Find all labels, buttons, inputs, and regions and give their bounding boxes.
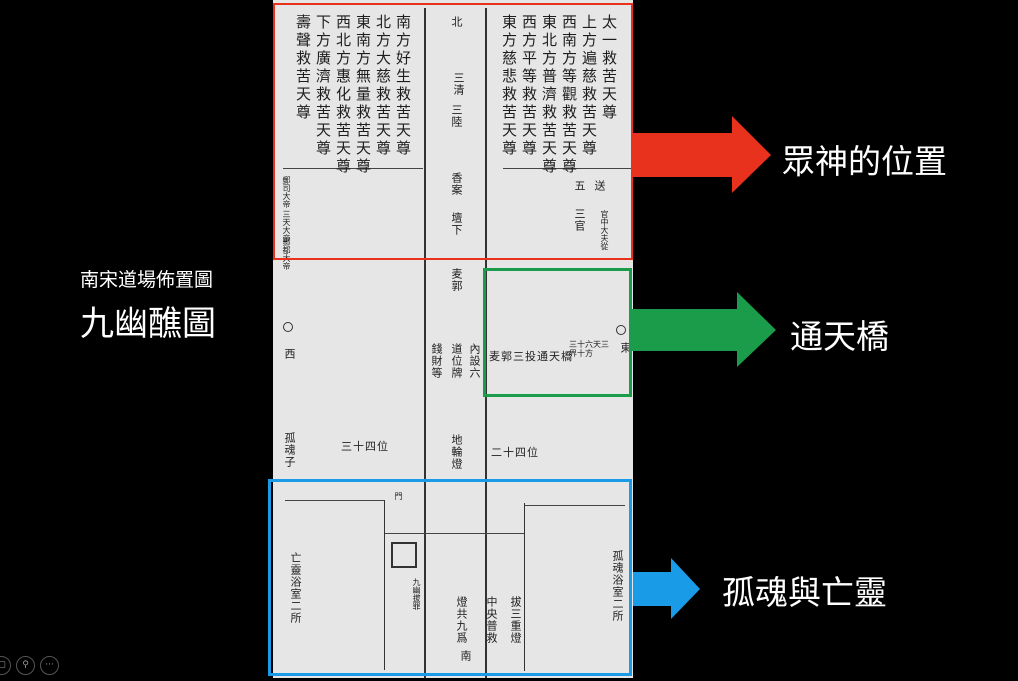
deity-column: 東方慈悲救苦天尊 — [500, 14, 518, 158]
scan-text: 送 — [593, 180, 606, 192]
scan-text: 二十四位 — [491, 446, 539, 459]
deity-column: 北方大慈救苦天尊 — [374, 14, 392, 158]
orphan-bath-label: 孤魂浴室二所 — [611, 550, 624, 622]
scan-text: 拔三重燈 — [509, 596, 522, 644]
center-text: 三清 — [452, 72, 465, 96]
annotation-deities: 眾神的位置 — [782, 142, 947, 181]
bridge-text: 麦郭三投通天橋 — [489, 350, 573, 363]
center-text: 壇下 — [450, 212, 463, 236]
arrow-right-icon — [633, 558, 700, 619]
annotation-spirits: 孤魂與亡靈 — [722, 573, 887, 612]
north-label: 北 — [450, 16, 463, 28]
slide-title: 九幽醮圖 — [80, 304, 216, 344]
center-text: 麦郭 — [450, 268, 463, 292]
scan-text: 五 — [573, 180, 586, 192]
scan-text: 燈共九爲 — [455, 596, 468, 644]
more-icon[interactable]: ··· — [40, 656, 59, 675]
zoom-out-icon[interactable]: ▢ — [0, 656, 11, 675]
scan-text: 官中大夫從 — [600, 210, 609, 250]
incense-table-label: 香案 — [450, 172, 463, 196]
center-text: 三陸 — [450, 104, 463, 128]
scan-text: 酆都大帝 — [282, 238, 291, 270]
arrow-right-icon — [632, 292, 776, 367]
scan-text: 三十四位 — [341, 440, 389, 453]
deity-column: 下方廣濟救苦天尊 — [314, 14, 332, 158]
west-label: 西 — [283, 348, 296, 360]
deity-column: 壽聲救苦天尊 — [294, 14, 312, 122]
center-text: 內設六 — [468, 343, 481, 379]
scan-text: 中央普救 — [485, 596, 498, 644]
arrow-right-icon — [632, 116, 771, 193]
scan-text: 孤魂子 — [283, 432, 296, 468]
deity-column: 東北方普濟救苦天尊 — [540, 14, 558, 176]
scan-text: 三官 — [573, 208, 586, 232]
scan-text: 九幽拔罪 — [412, 578, 421, 610]
zoom-icon[interactable]: ⚲ — [16, 656, 35, 675]
center-text: 錢財等 — [430, 343, 443, 379]
center-text: 地輪燈 — [450, 434, 463, 470]
scan-text: 門 — [394, 492, 403, 500]
deity-column: 東南方無量救苦天尊 — [354, 14, 372, 176]
annotation-bridge: 通天橋 — [790, 317, 889, 356]
scanned-diagram: 太一救苦天尊 上方遍慈救苦天尊 西南方等觀救苦天尊 東北方普濟救苦天尊 西方平等… — [273, 0, 633, 678]
bridge-note: 三十六天三界十方 — [569, 340, 609, 358]
deities-highlight-box — [273, 3, 633, 260]
center-text: 道位牌 — [450, 343, 463, 379]
deity-column: 上方遍慈救苦天尊 — [580, 14, 598, 158]
slide-subtitle: 南宋道場佈置圖 — [80, 269, 214, 291]
scan-text: 三天大帝 — [282, 210, 291, 242]
deity-column: 南方好生救苦天尊 — [394, 14, 412, 158]
spirit-bath-label: 亡靈浴室二所 — [289, 552, 302, 624]
scan-text: 郵司大帝 — [282, 176, 291, 208]
east-label: 東 — [619, 342, 632, 354]
deity-column: 西北方惠化救苦天尊 — [334, 14, 352, 176]
spirits-highlight-box — [268, 479, 632, 676]
deity-column: 太一救苦天尊 — [600, 14, 618, 122]
deity-column: 西方平等救苦天尊 — [520, 14, 538, 158]
deity-column: 西南方等觀救苦天尊 — [560, 14, 578, 176]
south-label: 南 — [459, 650, 472, 662]
bridge-highlight-box — [483, 268, 632, 397]
